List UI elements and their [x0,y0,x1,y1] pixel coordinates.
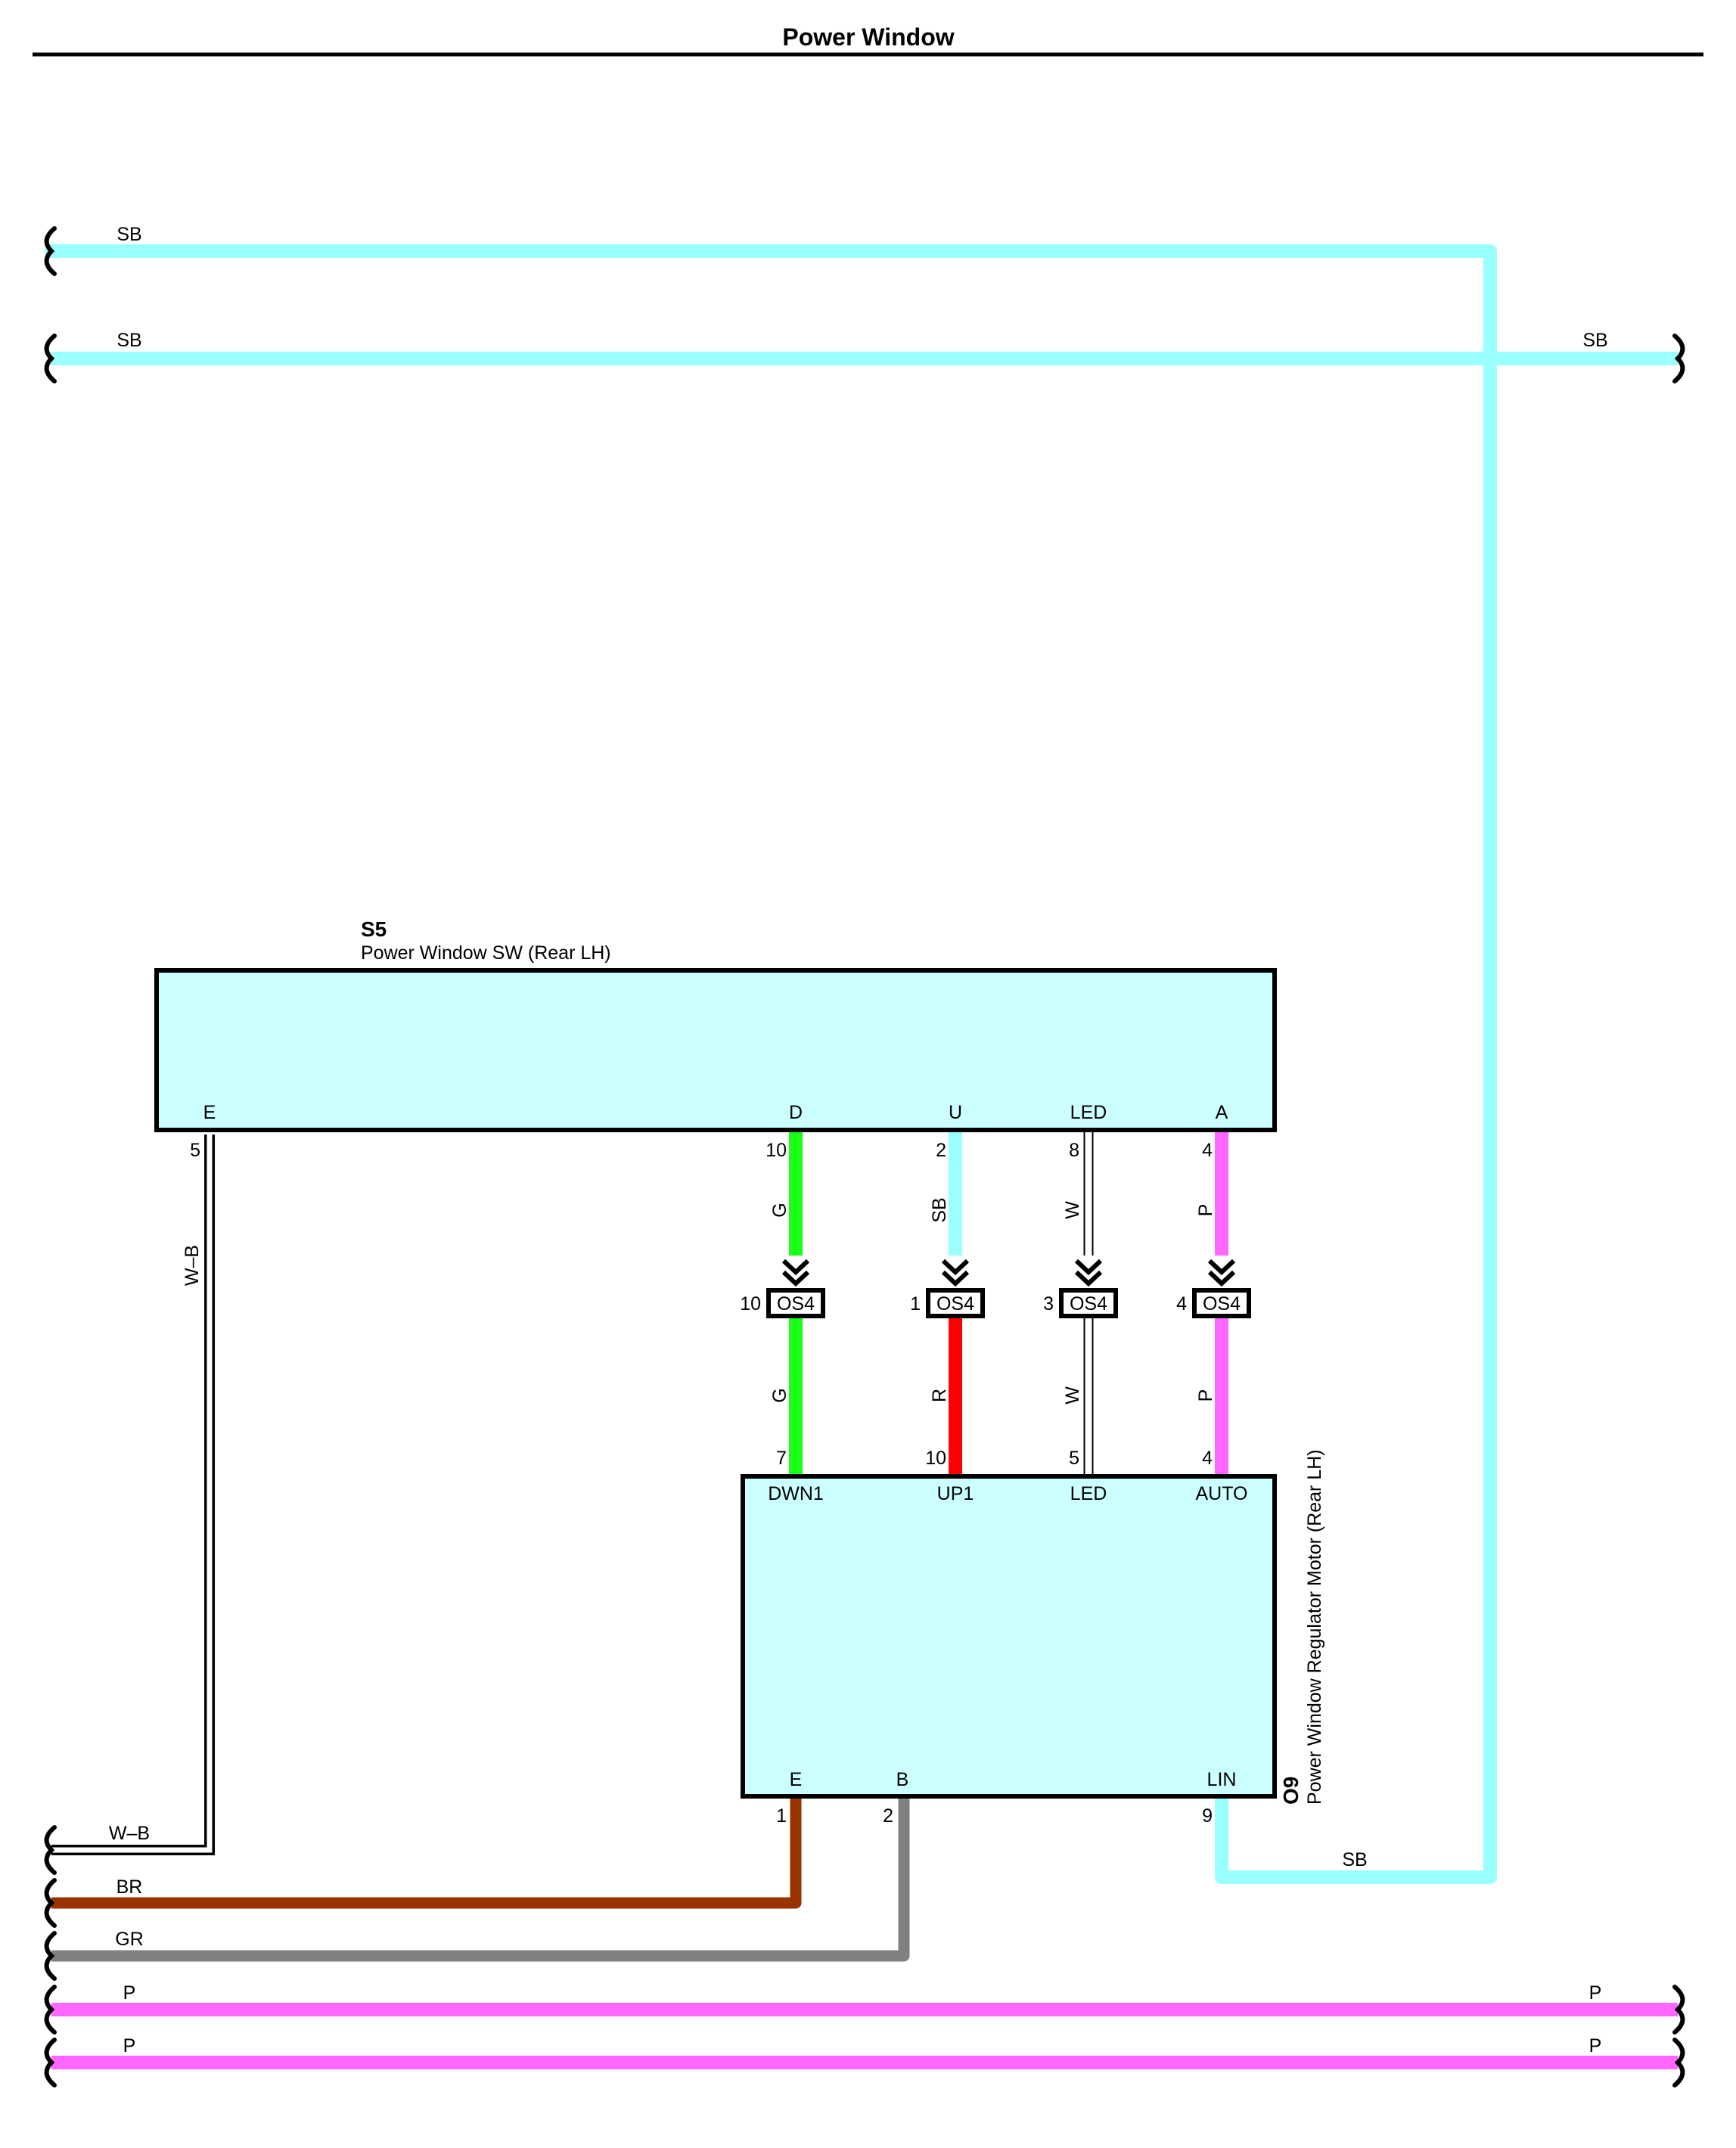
s5-terminal-e: E [203,1102,216,1123]
o9-terminal-b: B [896,1769,909,1790]
o9-terminal-up1: UP1 [937,1483,974,1504]
br-wire [51,1796,802,1909]
s5-box [154,968,1277,1132]
o9-pin-b: 2 [883,1805,893,1827]
os4-connector-3 [1059,1259,1118,1318]
s5-terminal-led: LED [1070,1102,1107,1123]
os4-pin-2: 1 [910,1293,921,1315]
wire-label-p2-left: P [123,2035,136,2056]
s5-pin-a: 4 [1202,1140,1213,1161]
o9-pin-auto: 4 [1202,1448,1213,1469]
os4-pin-3: 3 [1043,1293,1054,1315]
wire-label-d-lower: G [769,1388,790,1402]
wire-label-p1-left: P [123,1982,136,2004]
continuation-brace-left-sb-second [44,334,57,383]
o9-terminal-led: LED [1070,1483,1107,1504]
o9-pin-led: 5 [1069,1448,1079,1469]
s5-terminal-a: A [1216,1102,1228,1123]
o9-terminal-lin: LIN [1207,1769,1237,1790]
sb-wire-top [45,244,1497,1884]
s5-terminal-d: D [789,1102,803,1123]
o9-pin-lin: 9 [1202,1805,1213,1827]
wire-label-p2-right: P [1589,2035,1602,2056]
os4-label-2: OS4 [936,1293,974,1315]
wire-label-a-upper: P [1195,1204,1216,1217]
wire-label-u-lower: R [929,1389,950,1402]
s5-name: Power Window SW (Rear LH) [361,942,611,964]
os4-label-4: OS4 [1203,1293,1241,1315]
wire-label-sb-top: SB [116,224,141,245]
continuation-brace-left-p1 [44,1985,57,2035]
wire-label-d-upper: G [769,1203,790,1217]
wire-label-led-lower: W [1062,1386,1083,1405]
wire-label-sb-second-left: SB [116,330,141,351]
continuation-brace-left-gr [44,1931,57,1981]
os4-label-1: OS4 [777,1293,815,1315]
continuation-brace-left-br [44,1878,57,1928]
os4-pin-4: 4 [1176,1293,1187,1315]
o9-terminal-e: E [790,1769,803,1790]
o9-code: O9 [1279,1777,1303,1805]
wire-label-wb-left: W–B [109,1823,150,1844]
o9-terminal-auto: AUTO [1196,1483,1248,1504]
os4-connector-4 [1192,1259,1251,1318]
wire-label-wb-vertical: W–B [182,1245,203,1286]
os4-connector-2 [926,1259,985,1318]
o9-pin-dwn1: 7 [776,1448,787,1469]
gr-wire [51,1796,910,1962]
continuation-brace-left-sb-top [44,226,57,276]
continuation-brace-right-p2 [1672,2038,1685,2087]
wire-label-lin: SB [1342,1849,1367,1870]
wb-wire [51,1135,215,1855]
continuation-brace-left-p2 [44,2038,57,2087]
os4-pin-1: 10 [740,1293,761,1315]
continuation-brace-right-p1 [1672,1985,1685,2035]
o9-pin-up1: 10 [925,1448,946,1469]
os4-label-3: OS4 [1070,1293,1107,1315]
continuation-brace-right-sb-second [1672,334,1685,383]
o9-name: Power Window Regulator Motor (Rear LH) [1304,1449,1325,1805]
diagram-title: Power Window [782,23,954,51]
wire-label-p1-right: P [1589,1982,1602,2004]
wire-label-sb-second-right: SB [1582,330,1607,351]
s5-pin-u: 2 [936,1140,946,1161]
wire-label-gr: GR [115,1929,144,1950]
s5-terminal-u: U [949,1102,962,1123]
continuation-brace-left-wb [44,1825,57,1875]
wire-label-led-upper: W [1062,1201,1083,1219]
o9-box [741,1474,1277,1799]
s5-code: S5 [361,917,387,941]
o9-terminal-dwn1: DWN1 [768,1483,824,1504]
os4-connector-1 [766,1259,825,1318]
o9-pin-e: 1 [776,1805,787,1827]
wire-label-a-lower: P [1195,1389,1216,1402]
s5-pin-e: 5 [190,1140,200,1161]
wire-label-br: BR [116,1876,143,1898]
s5-pin-d: 10 [766,1140,787,1161]
s5-pin-led: 8 [1069,1140,1079,1161]
wire-label-u-upper: SB [929,1197,950,1222]
